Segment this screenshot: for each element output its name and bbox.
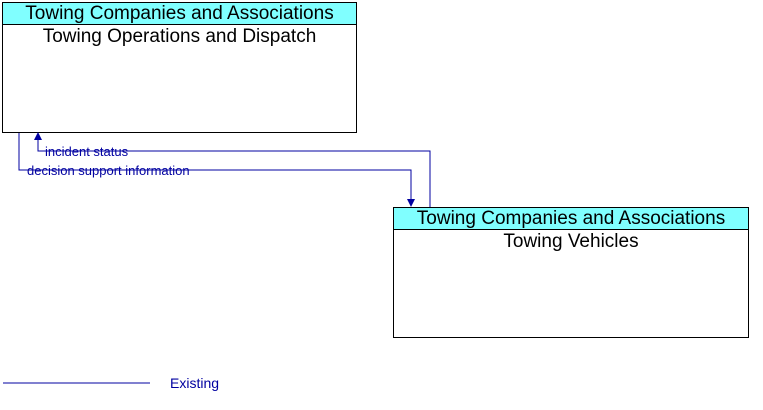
arrowhead-icon: [34, 132, 42, 140]
box-group-header: Towing Companies and Associations: [394, 208, 748, 230]
towing-vehicles-box[interactable]: Towing Companies and Associations Towing…: [393, 207, 749, 338]
flow-label-incident-status: incident status: [45, 144, 129, 159]
arrowhead-icon: [407, 199, 415, 207]
box-title: Towing Operations and Dispatch: [42, 26, 317, 47]
flow-label-decision-support: decision support information: [27, 163, 190, 178]
box-group-header: Towing Companies and Associations: [3, 3, 356, 25]
box-title: Towing Vehicles: [503, 231, 639, 252]
decision-support-flow[interactable]: decision support information: [18, 133, 415, 207]
towing-operations-dispatch-box[interactable]: Towing Companies and Associations Towing…: [2, 2, 357, 133]
legend-label-existing: Existing: [170, 375, 219, 391]
incident-status-flow[interactable]: incident status: [34, 132, 431, 207]
legend: Existing: [3, 375, 219, 391]
